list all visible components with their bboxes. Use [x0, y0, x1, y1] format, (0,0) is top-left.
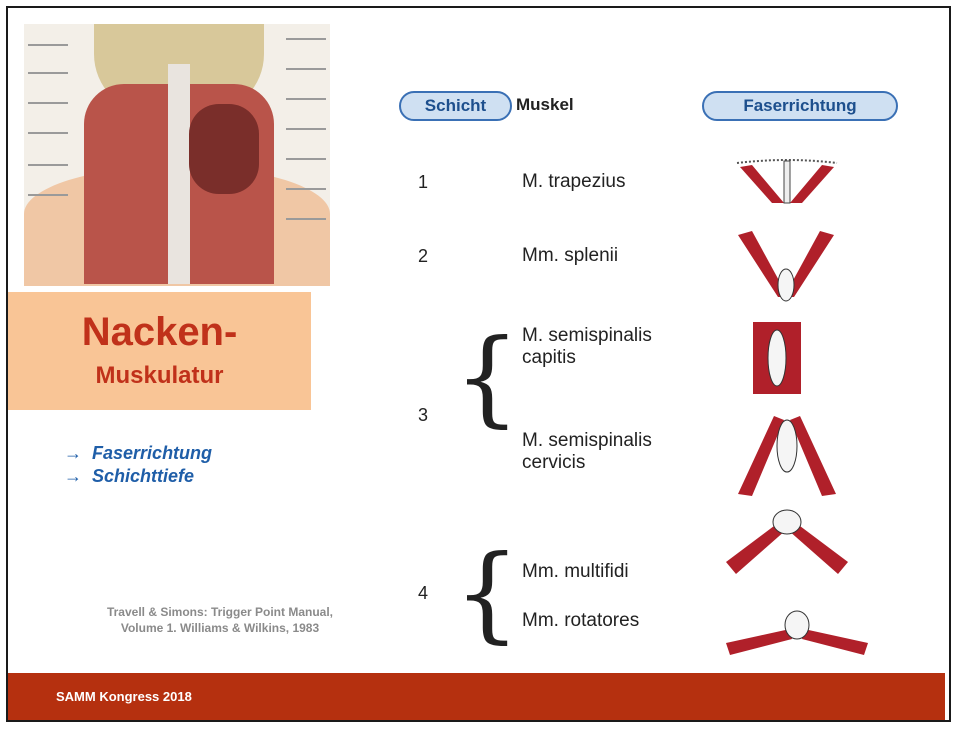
- footer-text: SAMM Kongress 2018: [56, 689, 192, 704]
- slide-title: Nacken-: [8, 310, 311, 355]
- fiber-diagram-splenii: [734, 225, 839, 305]
- muscle-name: Mm. rotatores: [522, 610, 639, 632]
- muscle-name: Mm. multifidi: [522, 561, 629, 583]
- bullet-item: → Faserrichtung: [64, 442, 212, 465]
- header-layer-pill: Schicht: [399, 91, 512, 121]
- muscle-name: M. semispinalis capitis: [522, 325, 652, 369]
- title-box: Nacken- Muskulatur: [8, 292, 311, 410]
- reference-citation: Travell & Simons: Trigger Point Manual, …: [60, 604, 380, 636]
- footer-bar: SAMM Kongress 2018: [8, 673, 945, 720]
- arrow-icon: →: [64, 443, 82, 463]
- slide-subtitle: Muskulatur: [8, 362, 311, 390]
- neck-anatomy-illustration: [24, 24, 330, 286]
- layer-number: 1: [418, 172, 428, 193]
- header-muscle: Muskel: [516, 95, 574, 115]
- bullet-list: → Faserrichtung → Schichttiefe: [64, 442, 212, 488]
- fiber-diagram-semispinalis-cervicis: [734, 410, 840, 496]
- muscle-name: M. trapezius: [522, 171, 625, 193]
- fiber-diagram-semispinalis-capitis: [747, 318, 807, 398]
- fiber-diagram-trapezius: [732, 155, 842, 205]
- brace: {: [454, 541, 520, 645]
- arrow-icon: →: [64, 466, 82, 486]
- layer-number: 4: [418, 583, 428, 604]
- header-fiber-pill: Faserrichtung: [702, 91, 898, 121]
- fiber-diagram-multifidi: [722, 500, 852, 580]
- brace: {: [454, 325, 520, 429]
- fiber-diagram-rotatores: [722, 595, 872, 667]
- muscle-name: M. semispinalis cervicis: [522, 430, 652, 474]
- layer-number: 3: [418, 405, 428, 426]
- muscle-name: Mm. splenii: [522, 245, 618, 267]
- layer-number: 2: [418, 246, 428, 267]
- muscle-layer-table: Schicht Muskel Faserrichtung 1 M. trapez…: [392, 75, 944, 670]
- bullet-item: → Schichttiefe: [64, 465, 212, 488]
